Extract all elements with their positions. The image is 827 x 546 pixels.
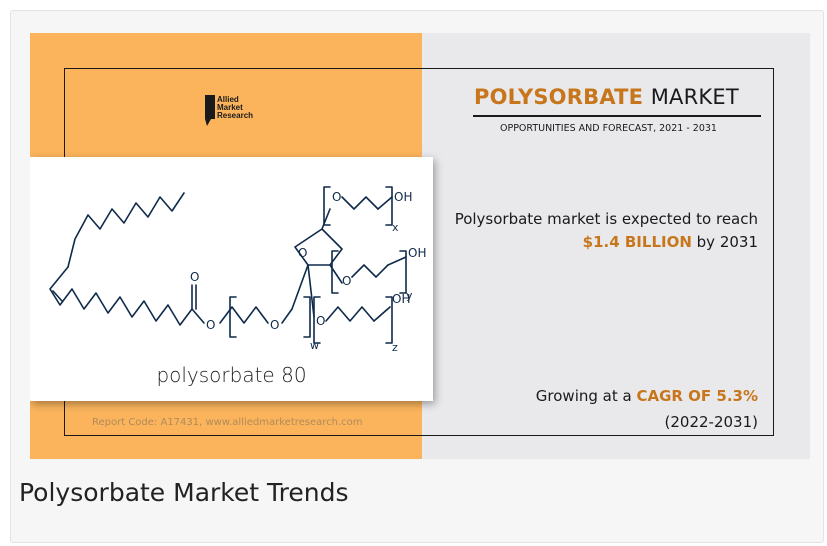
branch-x-oh-label: OH — [394, 190, 412, 204]
cagr-statement: Growing at a CAGR OF 5.3% (2022-2031) — [428, 383, 758, 435]
subscript-z: z — [392, 341, 398, 354]
molecule-caption: polysorbate 80 — [156, 363, 307, 387]
value-suffix: by 2031 — [691, 233, 758, 251]
branch-x-o-label: O — [332, 190, 341, 204]
carbonyl-o-label: O — [190, 270, 199, 284]
cagr-prefix: Growing at a — [535, 387, 637, 405]
branch-z-o-label: O — [316, 314, 325, 328]
logo-line-2: Market — [217, 103, 243, 112]
title-divider — [473, 115, 761, 117]
branch-z-oh-label: OH — [392, 292, 410, 306]
logo-text: Allied Market Research — [217, 96, 253, 120]
cagr-highlight: CAGR OF 5.3% — [636, 387, 758, 405]
logo-mark-icon — [205, 95, 215, 126]
title-accent: POLYSORBATE — [474, 85, 644, 109]
ester-o-label: O — [206, 318, 215, 332]
subscript-x: x — [392, 221, 399, 234]
ring-o-label: O — [298, 246, 307, 260]
logo-line-3: Research — [217, 111, 254, 120]
polysorbate-80-structure — [49, 186, 407, 344]
value-highlight: $1.4 BILLION — [582, 233, 692, 251]
subscript-w: w — [310, 339, 319, 352]
logo-line-1: Allied — [217, 95, 239, 104]
market-value-statement: Polysorbate market is expected to reach … — [428, 208, 758, 254]
value-prefix: Polysorbate market is expected to reach — [454, 210, 758, 228]
title-rest: MARKET — [650, 85, 739, 109]
image-caption: Polysorbate Market Trends — [19, 478, 349, 507]
peg-w-o-label: O — [270, 318, 279, 332]
infographic-title: POLYSORBATE MARKET — [474, 85, 739, 109]
market-infographic: Allied Market Research — [30, 33, 810, 459]
allied-market-research-logo: Allied Market Research — [205, 91, 285, 131]
subscript-y: y — [406, 289, 413, 302]
cagr-period: (2022-2031) — [664, 413, 758, 431]
molecule-atom-labels: O O O O O OH O OH O OH x y z w — [190, 190, 426, 354]
report-code: Report Code: A17431, www.alliedmarketres… — [92, 417, 363, 428]
branch-y-oh-label: OH — [408, 246, 426, 260]
molecule-image: O O O O O OH O OH O OH x y z w polysorba… — [30, 157, 433, 401]
branch-y-o-label: O — [342, 274, 351, 288]
infographic-subtitle: OPPORTUNITIES AND FORECAST, 2021 - 2031 — [500, 123, 717, 134]
